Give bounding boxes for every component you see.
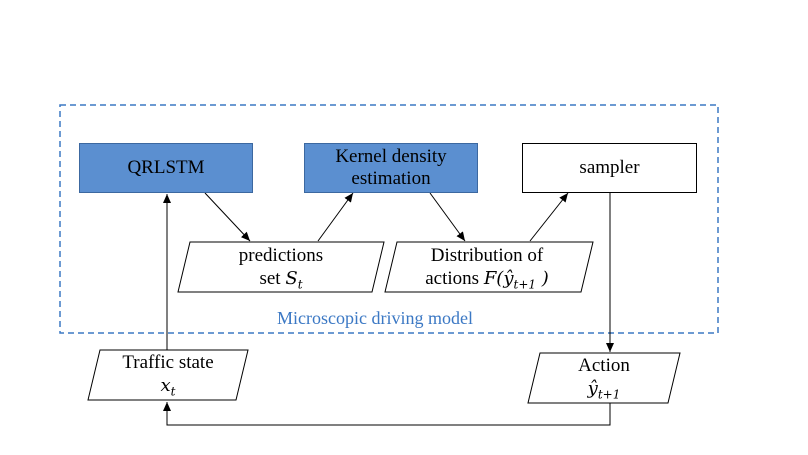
- distribution-node: Distribution of actions F(ŷt+1 ): [392, 244, 582, 297]
- predictions-node: predictions set St: [190, 244, 372, 297]
- qrlstm-node: QRLSTM: [79, 143, 253, 193]
- action-shape: [527, 352, 681, 404]
- distribution-actions-text: actions: [425, 268, 484, 289]
- distribution-label-line2: actions F(ŷt+1 ): [392, 267, 582, 297]
- traffic-state-node: Traffic state xt: [96, 351, 240, 404]
- sampler-label: sampler: [579, 157, 640, 178]
- action-label-line1: Action: [578, 355, 630, 376]
- traffic-state-shape: [87, 349, 249, 401]
- qrlstm-label: QRLSTM: [127, 157, 205, 178]
- distribution-shape: [384, 241, 594, 293]
- predictions-symbol: St: [285, 268, 303, 292]
- distribution-label-line1: Distribution of: [430, 245, 544, 266]
- predictions-label-line1: predictions: [238, 245, 324, 266]
- arrow-qrlstm-to-predictions: [204, 192, 251, 242]
- region-border: [59, 104, 719, 334]
- action-symbol: ŷt+1: [587, 378, 621, 402]
- traffic-state-label-line1: Traffic state: [122, 352, 214, 373]
- predictions-shape: [177, 241, 385, 293]
- action-node: Action ŷt+1: [534, 354, 674, 407]
- arrow-distribution-to-sampler: [529, 192, 569, 242]
- arrow-predictions-to-kde: [317, 192, 354, 242]
- distribution-symbol: F(ŷt+1 ): [483, 268, 549, 292]
- predictions-set-text: set: [259, 268, 286, 289]
- kde-node: Kernel density estimation: [304, 143, 478, 193]
- sampler-node: sampler: [522, 143, 697, 193]
- arrow-action-to-traffic-state: [163, 402, 611, 426]
- predictions-label-line2: set St: [190, 267, 372, 297]
- arrow-kde-to-distribution: [429, 192, 466, 242]
- kde-label-line2: estimation: [351, 168, 431, 189]
- region-label: Microscopic driving model: [277, 308, 473, 328]
- traffic-state-symbol: xt: [160, 375, 176, 399]
- kde-label-line1: Kernel density: [335, 146, 447, 167]
